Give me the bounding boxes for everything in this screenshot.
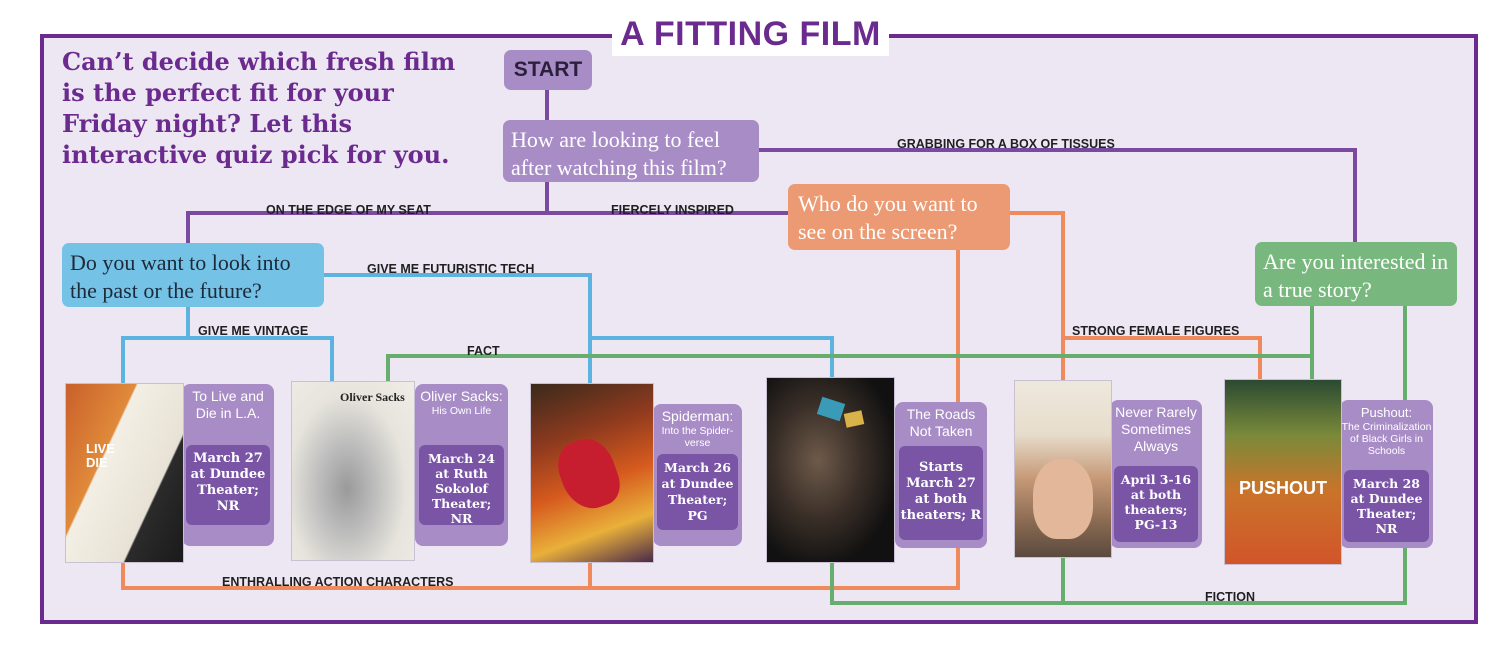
poster-oliver-sacks[interactable]: Oliver Sacks <box>292 382 414 560</box>
film-card-to-live-and-die[interactable]: To Live and Die in L.A. March 27 at Dund… <box>182 384 274 546</box>
line-feel-edge <box>186 181 549 243</box>
film-subtitle: The Criminalization of Black Girls in Sc… <box>1341 421 1432 457</box>
page-title: A FITTING FILM <box>612 12 889 56</box>
film-info: March 27 at Dundee Theater; NR <box>186 445 270 525</box>
film-subtitle: Into the Spider-verse <box>661 425 734 449</box>
label-tissues: GRABBING FOR A BOX OF TISSUES <box>897 137 1115 151</box>
film-title: To Live and Die in L.A. <box>192 388 264 421</box>
poster-pushout[interactable]: PUSHOUT <box>1225 380 1341 564</box>
label-fiction: FICTION <box>1205 590 1255 604</box>
line-strong-female-b <box>1063 336 1262 382</box>
label-fact: FACT <box>467 344 500 358</box>
label-edge: ON THE EDGE OF MY SEAT <box>266 203 431 217</box>
line-strong-female <box>1010 211 1065 385</box>
film-card-oliver-sacks[interactable]: Oliver Sacks:His Own Life March 24 at Ru… <box>415 384 508 546</box>
film-info: April 3-16 at both theaters; PG-13 <box>1114 466 1198 542</box>
question-who[interactable]: Who do you want to see on the screen? <box>788 184 1010 250</box>
film-info: March 24 at Ruth Sokolof Theater; NR <box>419 445 504 526</box>
film-card-pushout[interactable]: Pushout:The Criminalization of Black Gir… <box>1340 400 1433 548</box>
poster-title-text: PUSHOUT <box>1238 478 1327 498</box>
line-futuristic-b <box>590 336 834 380</box>
poster-spiderman[interactable] <box>531 384 653 562</box>
poster-roads-not-taken[interactable] <box>767 378 894 562</box>
label-strong-female: STRONG FEMALE FIGURES <box>1072 324 1240 338</box>
film-title: Spiderman: <box>661 408 734 424</box>
film-info: March 28 at Dundee Theater; NR <box>1344 470 1429 542</box>
start-node[interactable]: START <box>504 50 592 90</box>
poster-title-text: LIVE DIE <box>86 441 115 470</box>
line-futuristic <box>323 273 592 390</box>
line-vintage-b <box>188 336 334 382</box>
poster-never-rarely[interactable] <box>1015 381 1111 557</box>
film-info: March 26 at Dundee Theater; PG <box>657 454 738 530</box>
film-card-never-rarely[interactable]: Never Rarely Sometimes Always April 3-16… <box>1110 400 1202 548</box>
question-true-story[interactable]: Are you interested in a true story? <box>1255 242 1457 306</box>
label-inspired: FIERCELY INSPIRED <box>611 203 734 217</box>
question-feel[interactable]: How are looking to feel after watching t… <box>503 120 759 182</box>
poster-to-live-and-die[interactable]: LIVE DIE <box>66 384 183 562</box>
poster-face <box>1033 459 1093 539</box>
film-title: Oliver Sacks: <box>420 388 503 404</box>
label-futuristic: GIVE ME FUTURISTIC TECH <box>367 262 535 276</box>
spider-figure <box>550 431 627 517</box>
film-card-spiderman[interactable]: Spiderman:Into the Spider-verse March 26… <box>653 404 742 546</box>
line-vintage <box>121 306 190 385</box>
title-bar: A FITTING FILM <box>0 12 1501 56</box>
line-fact-b <box>386 354 1312 382</box>
line-feel-tissues <box>758 148 1357 250</box>
film-title: Pushout: <box>1360 405 1413 420</box>
film-title: The Roads Not Taken <box>906 406 976 439</box>
question-past-future[interactable]: Do you want to look into the past or the… <box>62 243 324 307</box>
poster-fragments <box>816 396 846 422</box>
film-title: Never Rarely Sometimes Always <box>1115 404 1197 454</box>
film-info: Starts March 27 at both theaters; R <box>899 446 983 540</box>
label-vintage: GIVE ME VINTAGE <box>198 324 309 338</box>
intro-text: Can’t decide which fresh film is the per… <box>62 47 456 169</box>
label-action: ENTHRALLING ACTION CHARACTERS <box>222 575 454 589</box>
film-card-roads-not-taken[interactable]: The Roads Not Taken Starts March 27 at b… <box>895 402 987 548</box>
film-subtitle: His Own Life <box>431 405 492 417</box>
poster-title-text: Oliver Sacks <box>340 390 405 404</box>
